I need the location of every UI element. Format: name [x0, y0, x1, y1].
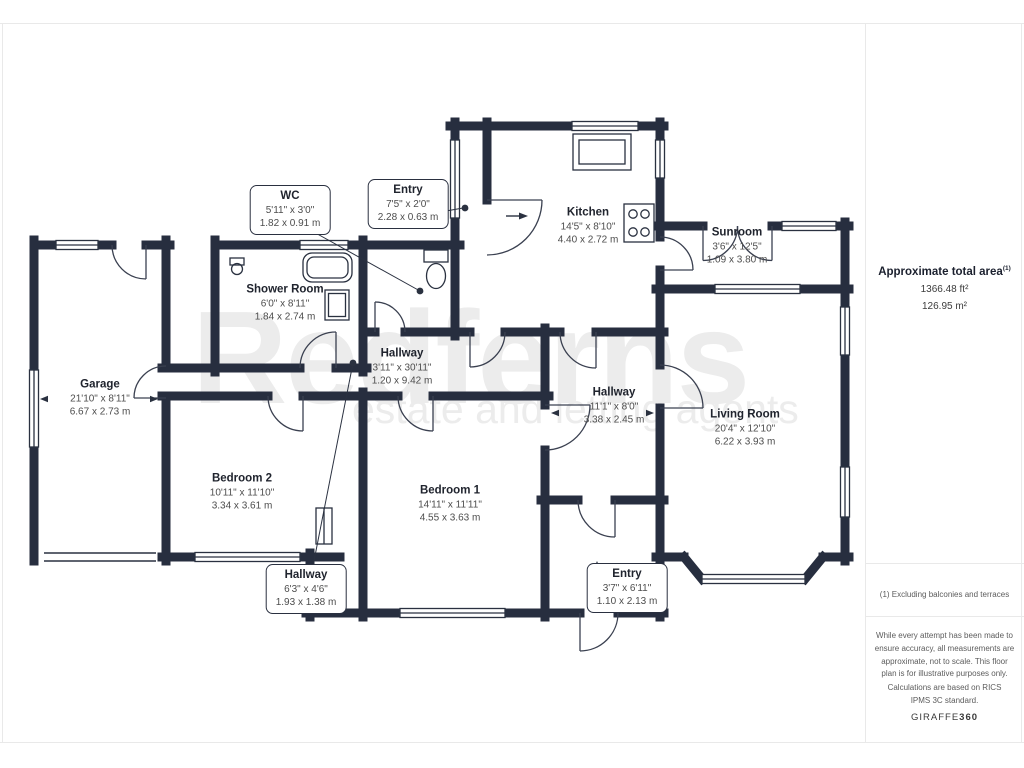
- frame-bottom-line: [0, 742, 1024, 743]
- toilet: [423, 249, 449, 263]
- room-label-garage: Garage 21'10" x 8'11" 6.67 x 2.73 m: [69, 378, 131, 418]
- watermark-tagline: estate and letting agents: [352, 386, 799, 432]
- total-area-ft: 1366.48 ft²: [920, 283, 969, 295]
- room-label-hallway-mid: Hallway 11'1" x 8'0" 3.38 x 2.45 m: [583, 386, 645, 426]
- room-label-sunroom: Sunroom 3'6" x 12'5" 1.09 x 3.80 m: [706, 226, 768, 266]
- disclaimer-text-2: Calculations are based on RICS IPMS 3C s…: [887, 683, 1002, 705]
- room-label-bedroom-2: Bedroom 2 10'11" x 11'10" 3.34 x 3.61 m: [209, 472, 275, 512]
- frame-left-line: [2, 23, 3, 742]
- total-area-title: Approximate total area(1): [878, 265, 1011, 278]
- total-area-block: Approximate total area(1) 1366.48 ft² 12…: [865, 265, 1024, 312]
- footnote-text: (1) Excluding balconies and terraces: [879, 590, 1010, 599]
- frame-right-line: [1021, 23, 1022, 742]
- total-area-footnote-marker: (1): [1002, 265, 1011, 272]
- stove: [623, 203, 655, 243]
- leader-lines-group: [311, 204, 469, 567]
- total-area-m: 126.95 m²: [921, 300, 968, 312]
- room-label-wc: WC 5'11" x 3'0" 1.82 x 0.91 m: [249, 185, 331, 235]
- room-label-living-room: Living Room 20'4" x 12'10" 6.22 x 3.93 m: [710, 408, 780, 448]
- giraffe360-logo: GIRAFFE360: [910, 712, 979, 723]
- room-label-kitchen: Kitchen 14'5" x 8'10" 4.40 x 2.72 m: [557, 206, 619, 246]
- windows-group: [28, 120, 851, 619]
- room-label-shower-room: Shower Room 6'0" x 8'11" 1.84 x 2.74 m: [246, 283, 324, 323]
- garage-door: [44, 552, 156, 562]
- walls-group: [29, 117, 854, 622]
- room-label-hallway-long: Hallway 3'11" x 30'11" 1.20 x 9.42 m: [371, 347, 433, 387]
- frame-top-line: [0, 23, 1024, 24]
- room-label-entry-bottom: Entry 3'7" x 6'11" 1.10 x 2.13 m: [586, 563, 668, 613]
- room-label-bedroom-1: Bedroom 1 14'11" x 11'11" 4.55 x 3.63 m: [418, 484, 482, 524]
- doors-group: [111, 199, 773, 652]
- disclaimer-text-1: While every attempt has been made to ens…: [874, 631, 1015, 679]
- sidebar-subdivider-1: [866, 563, 1024, 564]
- bathroom-sink: [229, 257, 245, 266]
- fixtures-group: [229, 133, 655, 545]
- room-label-hallway-bottom: Hallway 6'3" x 4'6" 1.93 x 1.38 m: [265, 564, 347, 614]
- room-label-entry-top: Entry 7'5" x 2'0" 2.28 x 0.63 m: [367, 179, 449, 229]
- sidebar-divider: [865, 23, 866, 742]
- sidebar-subdivider-2: [866, 616, 1024, 617]
